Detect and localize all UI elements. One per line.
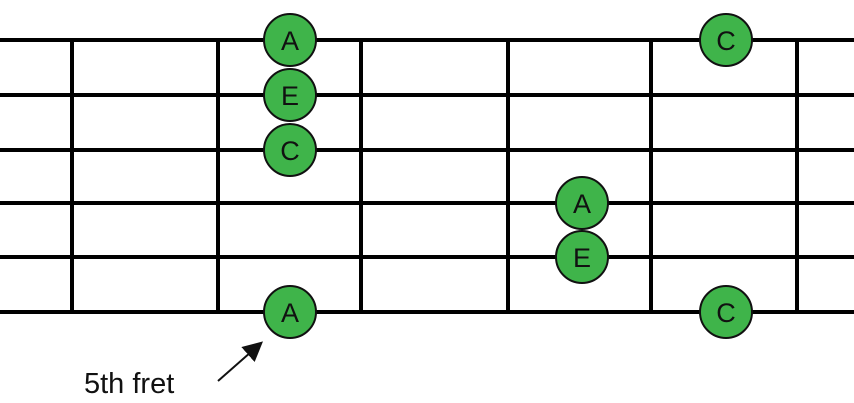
note-circle: [699, 285, 753, 339]
note-marker: E: [263, 68, 317, 122]
note-circle: [263, 285, 317, 339]
note-circle: [555, 176, 609, 230]
arrow-up-right-icon: [217, 341, 264, 382]
frets-layer: [70, 40, 799, 312]
note-circle: [699, 13, 753, 67]
note-marker: C: [699, 285, 753, 339]
note-marker: A: [555, 176, 609, 230]
note-label: A: [281, 26, 299, 56]
note-circle: [555, 230, 609, 284]
note-marker: A: [263, 13, 317, 67]
fret-annotation-label: 5th fret: [84, 368, 174, 400]
note-marker: C: [263, 123, 317, 177]
note-circle: [263, 13, 317, 67]
annotation-layer: 5th fret: [84, 341, 264, 400]
note-label: A: [281, 298, 299, 328]
note-label: A: [573, 189, 591, 219]
note-label: C: [716, 26, 736, 56]
note-marker: C: [699, 13, 753, 67]
note-marker: E: [555, 230, 609, 284]
note-label: C: [716, 298, 736, 328]
note-label: E: [281, 81, 299, 111]
note-label: E: [573, 243, 591, 273]
strings-layer: [0, 38, 854, 314]
note-circle: [263, 123, 317, 177]
note-circle: [263, 68, 317, 122]
note-label: C: [280, 136, 300, 166]
note-marker: A: [263, 285, 317, 339]
